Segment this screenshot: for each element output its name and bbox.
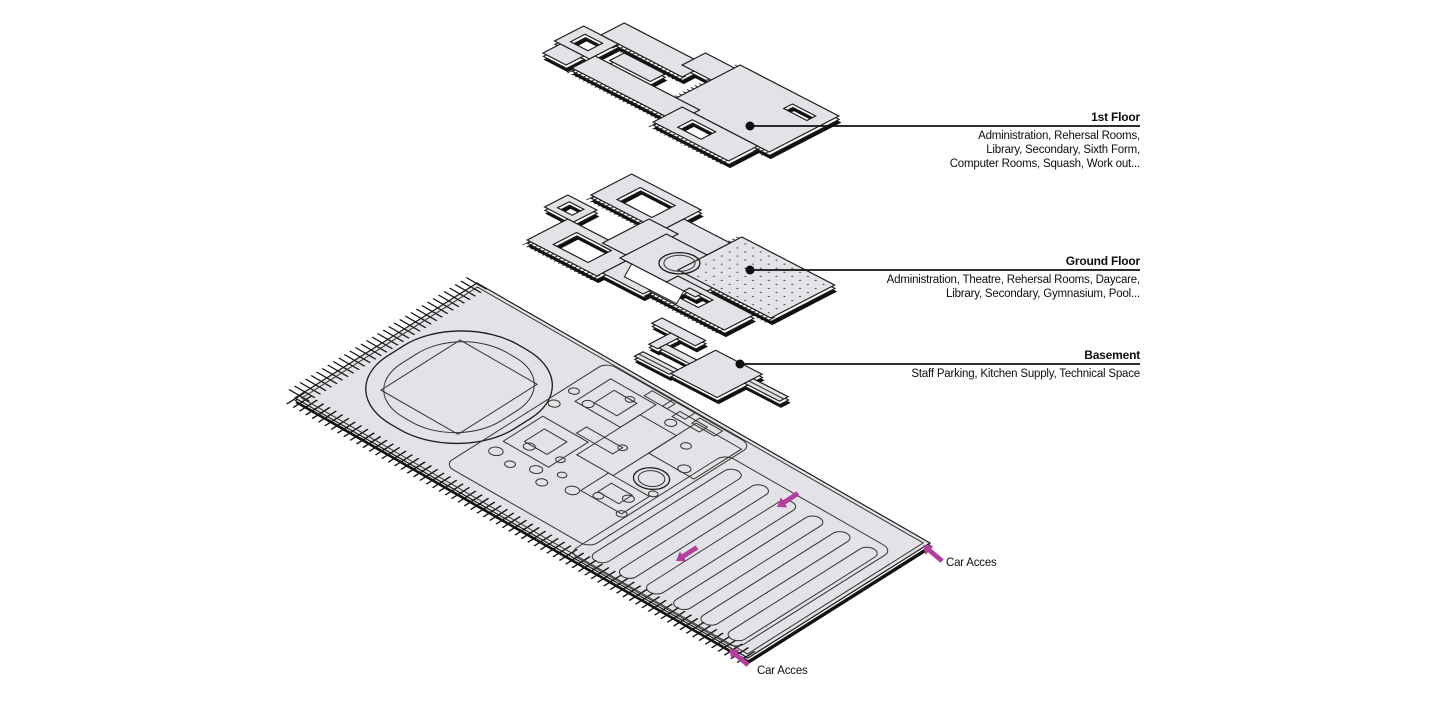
leader-ground-floor [745,265,1140,275]
leader-dot [745,265,755,275]
ramp-line [749,381,784,399]
trees [474,374,728,527]
running-track [332,311,585,464]
car-access-label-south: Car Acces [757,665,808,677]
theatre-skirt [616,264,693,304]
car-access-label-east: Car Acces [946,557,997,569]
floor-rooms-ground: Administration, Theatre, Rehersal Rooms,… [886,274,1141,300]
theatre-drum [650,248,708,278]
basement-plate [611,318,802,422]
pond [626,463,677,494]
floor-rooms-basement: Staff Parking, Kitchen Supply, Technical… [911,368,1140,380]
ground-floor-plate [504,168,842,349]
floor-rooms-1st: Administration, Rehersal Rooms, Library,… [949,130,1140,170]
dotted-roof-texture [686,241,829,315]
floor-title-1st: 1st Floor [1091,110,1140,124]
first-floor-plate [526,5,841,174]
floor-title-basement: Basement [1084,348,1140,362]
building-footprint-cluster [444,362,751,548]
leader-dot [735,359,745,369]
ramp-line [639,354,674,372]
floor-title-ground: Ground Floor [1065,254,1140,268]
site-plan [284,277,931,663]
crosswalk-stripes [644,391,675,409]
crosswalk-stripes [672,411,707,432]
leader-basement [735,359,1140,369]
leader-dot [745,121,755,131]
leader-first-floor [745,121,1140,131]
parking-area [569,454,893,649]
